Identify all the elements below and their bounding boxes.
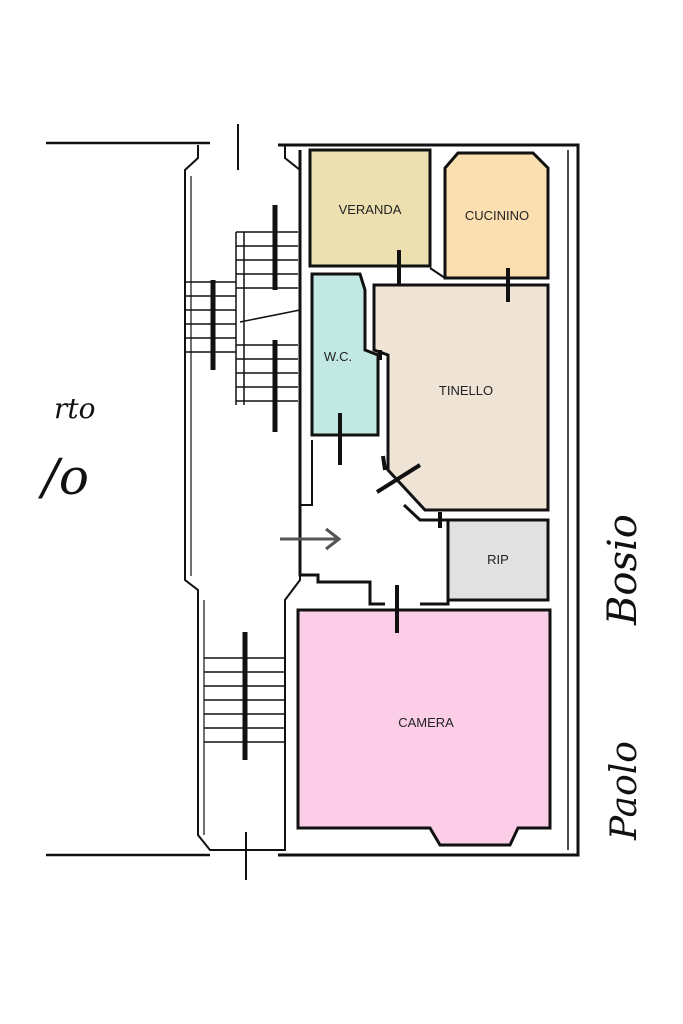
- room-fill-rip: [446, 518, 550, 602]
- room-label-veranda: VERANDA: [339, 202, 402, 217]
- entrance-arrow-icon: [280, 527, 342, 551]
- stairwell: [184, 145, 301, 851]
- room-tinello: TINELLO: [372, 283, 550, 512]
- room-wc: W.C.: [310, 272, 380, 437]
- room-fill-cucinino: [443, 151, 550, 280]
- room-camera: CAMERA: [296, 608, 552, 847]
- outer-walls: [46, 124, 580, 880]
- room-label-cucinino: CUCININO: [465, 208, 529, 223]
- room-rip: RIP: [446, 518, 550, 602]
- room-label-rip: RIP: [487, 552, 509, 567]
- room-label-tinello: TINELLO: [439, 383, 493, 398]
- room-fill-camera: [296, 608, 552, 847]
- room-label-camera: CAMERA: [398, 715, 454, 730]
- street-text-right-top: Bosio: [600, 514, 646, 626]
- street-text-right-bottom: Paolo: [604, 741, 645, 841]
- door-marks: [338, 250, 510, 633]
- stair-handrail: [210, 205, 278, 432]
- street-text-left-top: rto: [54, 392, 96, 425]
- room-veranda: VERANDA: [308, 148, 432, 268]
- room-fill-tinello: [372, 283, 550, 512]
- room-cucinino: CUCININO: [443, 151, 550, 280]
- room-fill-wc: [310, 272, 380, 437]
- room-label-wc: W.C.: [324, 349, 352, 364]
- upper-stair-flight: [186, 231, 301, 405]
- interior-walls: [298, 150, 450, 606]
- room-fill-veranda: [308, 148, 432, 268]
- street-text-left-bottom: /o: [38, 448, 89, 506]
